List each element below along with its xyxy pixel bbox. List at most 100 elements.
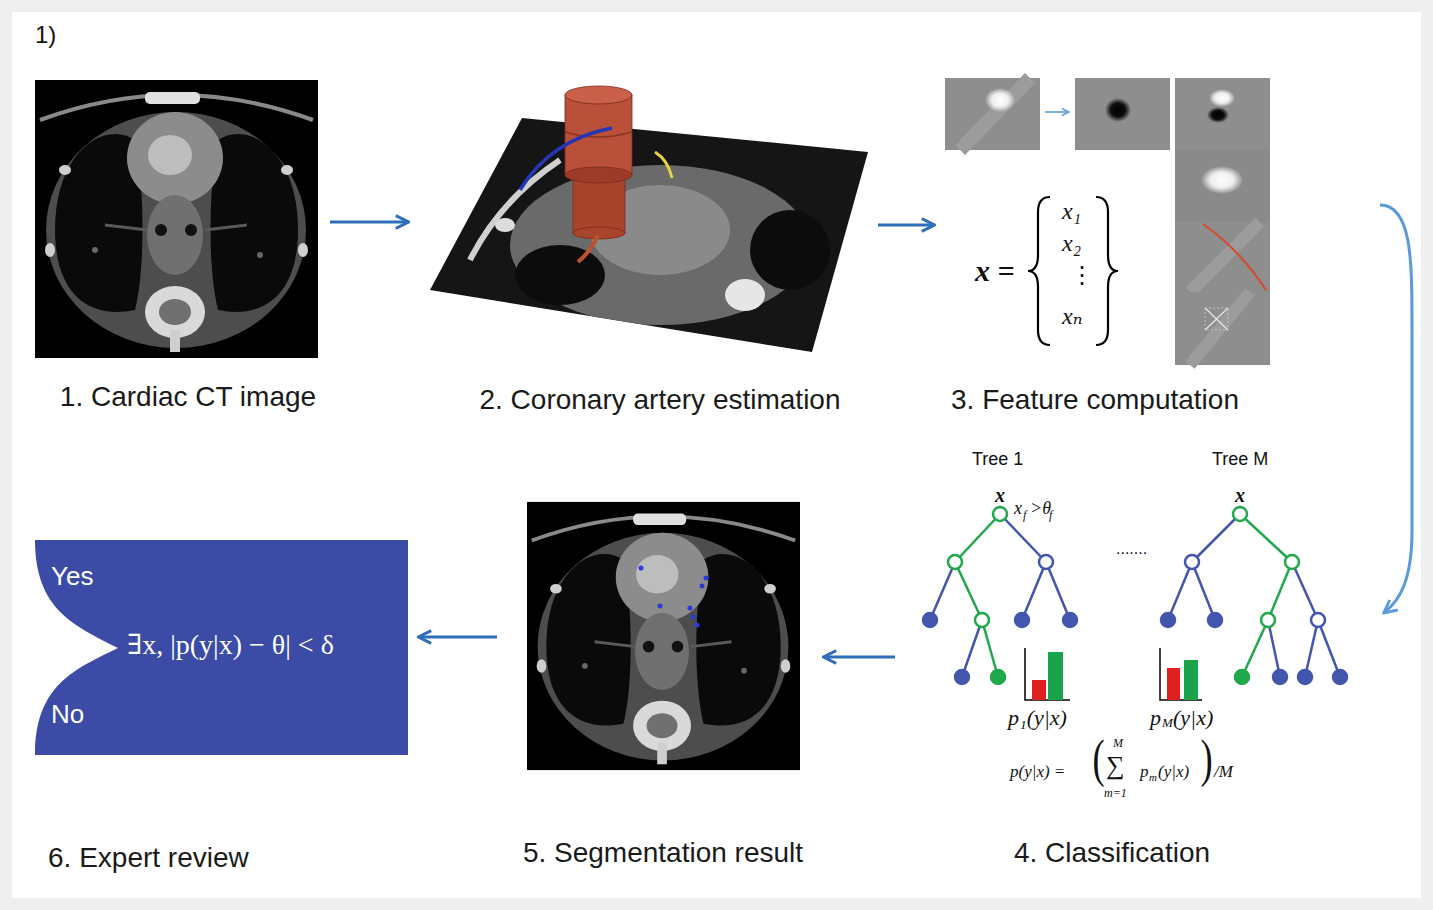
step-panel: 3. Feature computation: [945, 78, 1270, 365]
decision-tree-m-part: [1185, 555, 1199, 569]
flow-arrow: [330, 221, 407, 224]
math-label: ∑: [1106, 752, 1125, 781]
decision-rule: ∃x, |p(y|x) − θ| < δ: [127, 630, 334, 661]
math-label: /M: [1214, 763, 1233, 782]
math-label: f: [1049, 509, 1052, 522]
math-label: x =: [975, 254, 1015, 287]
feature-patches-part: [1075, 78, 1170, 150]
math-label: .......: [1116, 540, 1147, 558]
decision-tree-m-part: [1168, 562, 1192, 620]
flow-arrow: [825, 656, 895, 659]
feature-patches: [945, 78, 1270, 365]
feature-patches-part: [1045, 111, 1068, 113]
artery-plane-part-part: [470, 160, 560, 260]
decision-tree-1-part: [962, 620, 982, 677]
math-label: xₙ: [1062, 303, 1082, 329]
step-caption: 1. Cardiac CT image: [60, 382, 316, 413]
histogram-m-part: [1160, 648, 1202, 700]
segmentation-dots-part: [691, 615, 696, 620]
step-caption: 3. Feature computation: [951, 385, 1239, 416]
math-label: p: [1140, 763, 1149, 782]
feature-patches-part: [1175, 222, 1270, 292]
decision-tree-1-part: [955, 562, 982, 620]
artery-plane-part-part: [515, 245, 605, 305]
artery-plane-part-part: [495, 218, 515, 232]
decision-tree-m-part: [1240, 514, 1292, 562]
vector-braces-part: [1028, 197, 1050, 345]
feature-patches-part: [945, 78, 1040, 150]
decision-tree-m-part: [1268, 620, 1280, 677]
feature-patches-part: [1175, 150, 1270, 222]
artery-plane-part: [520, 128, 612, 190]
segmentation-dots-part: [688, 606, 693, 611]
decision-tree-1-part: [923, 613, 937, 627]
decision-tree-m-part: [1192, 514, 1240, 562]
decision-tree-m-part: [1311, 613, 1325, 627]
math-label: x: [1235, 484, 1245, 506]
segmentation-dots-part: [658, 604, 663, 609]
decision-tree-m-part: [1305, 620, 1318, 677]
feature-patches-part: [1105, 98, 1131, 122]
feature-patches-part: [1203, 224, 1266, 290]
step-caption: 4. Classification: [1014, 838, 1210, 869]
math-label: (y|x): [1173, 706, 1213, 730]
decision-tree-m-part: [1292, 562, 1318, 620]
math-label: m: [1149, 771, 1157, 783]
decision-tree-m-part: [1242, 620, 1268, 677]
histogram-1-part: [1048, 652, 1063, 700]
step-panel: 2. Coronary artery estimation: [425, 85, 868, 353]
decision-tree-m-part: [1208, 613, 1222, 627]
decision-tree-1-part: [930, 562, 955, 620]
ct-image: [35, 80, 318, 358]
decision-tree-1-part: [948, 555, 962, 569]
decision-tree-m-part: [1268, 562, 1292, 620]
decision-tree-m-part: [1273, 670, 1287, 684]
histogram-m-part: [1184, 660, 1198, 700]
decision-tree-1-part: [1015, 613, 1029, 627]
artery-plane: [430, 86, 868, 352]
decision-tree-m-part: [1285, 555, 1299, 569]
math-label: Tree 1: [972, 450, 1023, 470]
math-label: ⋮: [1070, 262, 1094, 288]
feature-patches-part: [1175, 292, 1270, 365]
flow-arrow: [878, 224, 933, 227]
decision-tree-1-part: [1063, 613, 1077, 627]
step-panel: 1. Cardiac CT image: [35, 80, 318, 358]
segmentation-dots-part: [695, 623, 700, 628]
artery-plane-part-part: [725, 279, 765, 311]
decision-tree-m-part: [1261, 613, 1275, 627]
segmentation-dots: [639, 566, 709, 628]
artery-plane-part-part: [750, 210, 830, 290]
math-label: f: [1023, 509, 1026, 522]
decision-tree-1-part: [955, 670, 969, 684]
artery-plane-part: [655, 152, 672, 178]
step-caption: 2. Coronary artery estimation: [479, 385, 840, 416]
decision-tree-1-part: [1046, 562, 1070, 620]
step-caption: 5. Segmentation result: [523, 838, 803, 869]
decision-tree-1-part: [993, 507, 1007, 521]
feature-patches-part: [1205, 308, 1228, 330]
decision-tree-m-part: [1233, 507, 1247, 521]
segmentation-dots-part: [639, 566, 644, 571]
feature-patches-part: [1209, 89, 1235, 107]
branch-label: No: [51, 700, 84, 729]
decision-tree-m-part: [1318, 620, 1340, 677]
artery-plane-part: [565, 86, 632, 104]
step-panel: 4. Classification: [905, 445, 1355, 830]
step-caption: 6. Expert review: [48, 843, 249, 874]
math-label: (y|x): [1158, 763, 1189, 782]
decision-tree-m-part: [1298, 670, 1312, 684]
math-label: x₁: [1062, 198, 1081, 224]
math-label: p₁(y|x): [1008, 706, 1067, 730]
histogram-1-part: [1032, 680, 1046, 700]
branch-label: Yes: [51, 562, 93, 591]
decision-tree-1-part: [1022, 562, 1046, 620]
math-label: Tree M: [1212, 450, 1268, 470]
artery-plane-part: [565, 95, 632, 175]
feature-patches-part: [960, 78, 1030, 150]
artery-plane-part: [430, 118, 868, 352]
vector-braces-part: [1096, 197, 1118, 345]
math-label: (: [1093, 733, 1105, 785]
math-label: x: [995, 484, 1005, 506]
decision-shape: Yes∃x, |p(y|x) − θ| < δNo6. Expert revie…: [35, 540, 408, 755]
